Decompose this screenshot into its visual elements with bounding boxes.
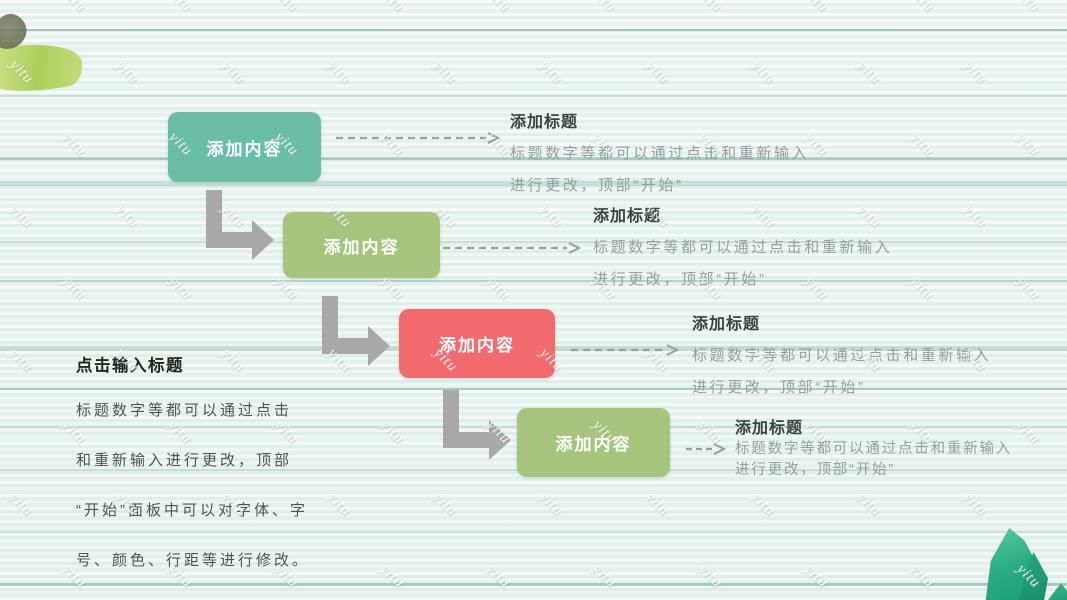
step-text-placeholder[interactable]: 添加标题 标题数字等都可以通过点击和重新输入 进行更改，顶部“开始” xyxy=(593,202,923,296)
left-panel-title: 点击输入标题 xyxy=(76,356,184,375)
left-panel-line: 和重新输入进行更改，顶部 xyxy=(76,452,293,469)
dashed-connector-icon xyxy=(336,132,500,144)
left-panel-line: 号、颜色、行距等进行修改。 xyxy=(76,552,311,569)
step-body-line: 进行更改，顶部“开始” xyxy=(593,271,767,288)
content-box[interactable]: 添加内容 xyxy=(517,408,670,477)
content-box[interactable]: 添加内容 xyxy=(399,309,555,378)
step-body-line: 进行更改，顶部“开始” xyxy=(692,379,866,396)
elbow-arrow-icon xyxy=(443,390,511,460)
step-title: 添加标题 xyxy=(735,420,804,437)
step-body-line: 进行更改，顶部“开始” xyxy=(510,177,684,194)
dashed-connector-icon xyxy=(571,344,679,356)
left-panel-line: “开始”面板中可以对字体、字 xyxy=(76,502,308,519)
left-panel-line: 标题数字等都可以通过点击 xyxy=(76,402,293,419)
step-text-placeholder[interactable]: 添加标题 标题数字等都可以通过点击和重新输入 进行更改，顶部“开始” xyxy=(510,108,840,202)
elbow-arrow-icon xyxy=(322,296,390,366)
step-title: 添加标题 xyxy=(692,316,761,333)
step-body-line: 标题数字等都可以通过点击和重新输入 xyxy=(735,441,1013,457)
dashed-connector-icon xyxy=(686,443,726,455)
step-body-line: 标题数字等都可以通过点击和重新输入 xyxy=(510,145,810,162)
step-body-line: 标题数字等都可以通过点击和重新输入 xyxy=(692,347,992,364)
step-title: 添加标题 xyxy=(510,114,579,131)
step-text-placeholder[interactable]: 添加标题 标题数字等都可以通过点击和重新输入 进行更改，顶部“开始” xyxy=(735,414,1065,481)
dashed-connector-icon xyxy=(443,242,581,254)
elbow-arrow-icon xyxy=(206,190,274,260)
left-title-placeholder[interactable]: 点击输入标题 标题数字等都可以通过点击 和重新输入进行更改，顶部 “开始”面板中… xyxy=(76,352,346,576)
content-box[interactable]: 添加内容 xyxy=(283,212,440,278)
content-box[interactable]: 添加内容 xyxy=(168,112,321,182)
step-body-line: 标题数字等都可以通过点击和重新输入 xyxy=(593,239,893,256)
step-body-line: 进行更改，顶部“开始” xyxy=(735,462,895,478)
step-title: 添加标题 xyxy=(593,208,662,225)
step-text-placeholder[interactable]: 添加标题 标题数字等都可以通过点击和重新输入 进行更改，顶部“开始” xyxy=(692,310,1022,404)
